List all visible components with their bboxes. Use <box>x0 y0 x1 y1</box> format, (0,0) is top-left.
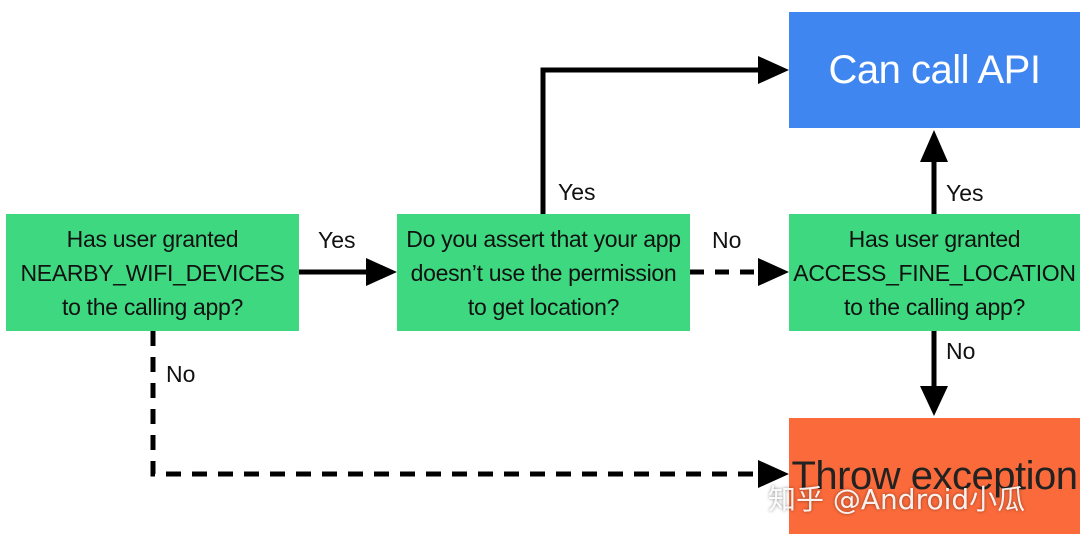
outcome-can-call-api: Can call API <box>789 12 1080 128</box>
decision-assert-no-location: Do you assert that your app doesn’t use … <box>397 214 690 331</box>
label-nearby-yes: Yes <box>318 227 356 253</box>
decision-assert-no-location-text: Do you assert that your app doesn’t use … <box>406 225 681 320</box>
label-nearby-no: No <box>166 361 196 387</box>
arrow-assert-no <box>690 258 789 286</box>
decision-fine-location: Has user granted ACCESS_FINE_LOCATION to… <box>789 214 1080 331</box>
arrow-nearby-yes <box>299 258 397 286</box>
label-fine-yes: Yes <box>946 180 984 206</box>
outcome-can-call-api-text: Can call API <box>828 47 1041 92</box>
decision-nearby-wifi-devices-text: Has user granted NEARBY_WIFI_DEVICES to … <box>20 225 285 320</box>
arrow-assert-yes <box>540 56 789 214</box>
outcome-throw-exception: Throw exception <box>789 418 1080 534</box>
arrow-nearby-no <box>150 331 789 488</box>
label-fine-no: No <box>946 338 976 364</box>
arrow-fine-yes <box>920 130 948 214</box>
outcome-throw-exception-text: Throw exception <box>791 453 1078 498</box>
label-assert-yes: Yes <box>558 179 596 205</box>
decision-fine-location-text: Has user granted ACCESS_FINE_LOCATION to… <box>793 225 1076 320</box>
label-assert-no: No <box>712 227 742 253</box>
decision-nearby-wifi-devices: Has user granted NEARBY_WIFI_DEVICES to … <box>6 214 299 331</box>
watermark-text: 知乎 @Android小瓜 <box>768 483 1026 516</box>
arrow-fine-no <box>920 331 948 416</box>
